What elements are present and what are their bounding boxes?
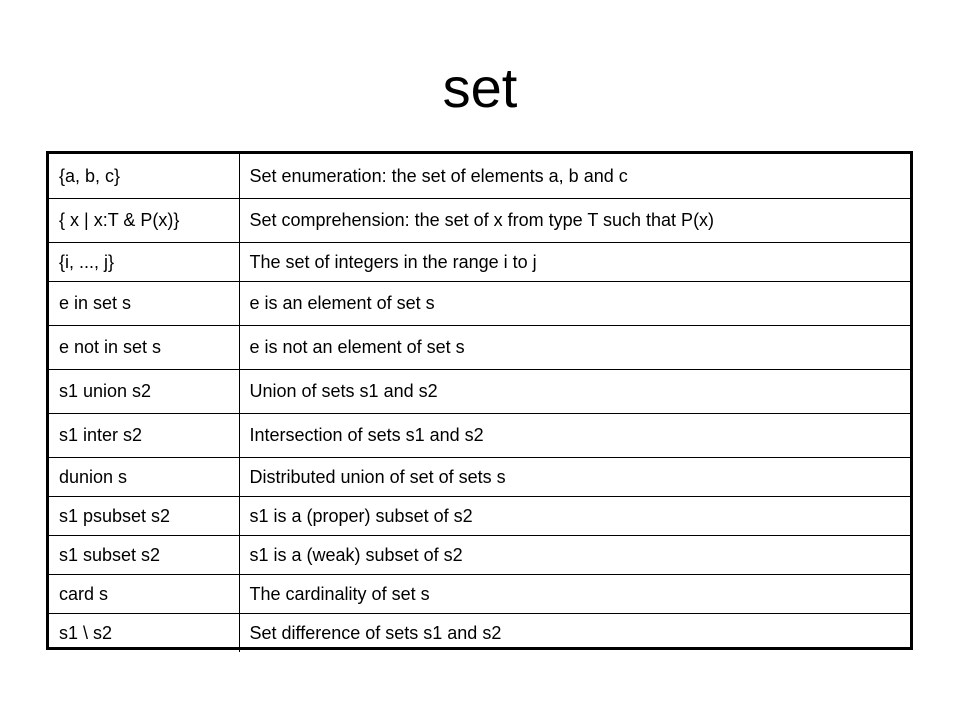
notation-cell: e in set s xyxy=(49,280,240,326)
table-row: card s The cardinality of set s xyxy=(49,573,910,614)
meaning-cell: e is not an element of set s xyxy=(238,324,910,370)
meaning-cell: Intersection of sets s1 and s2 xyxy=(238,412,910,458)
meaning-cell: e is an element of set s xyxy=(238,280,910,326)
notation-cell: dunion s xyxy=(49,456,240,497)
notation-cell: s1 inter s2 xyxy=(49,412,240,458)
meaning-cell: s1 is a (weak) subset of s2 xyxy=(238,534,910,575)
meaning-cell: The cardinality of set s xyxy=(238,573,910,614)
table-row: {a, b, c} Set enumeration: the set of el… xyxy=(49,154,910,199)
meaning-cell: The set of integers in the range i to j xyxy=(238,241,910,282)
meaning-cell: Set comprehension: the set of x from typ… xyxy=(238,197,910,243)
table-row: s1 subset s2 s1 is a (weak) subset of s2 xyxy=(49,534,910,575)
notation-cell: card s xyxy=(49,573,240,614)
table-row: dunion s Distributed union of set of set… xyxy=(49,456,910,497)
table-row: { x | x:T & P(x)} Set comprehension: the… xyxy=(49,197,910,243)
meaning-cell: Union of sets s1 and s2 xyxy=(238,368,910,414)
meaning-cell: Set enumeration: the set of elements a, … xyxy=(238,154,910,199)
slide-title: set xyxy=(442,56,518,119)
meaning-cell: Set difference of sets s1 and s2 xyxy=(238,612,910,652)
table-row: {i, ..., j} The set of integers in the r… xyxy=(49,241,910,282)
table-row: s1 \ s2 Set difference of sets s1 and s2 xyxy=(49,612,910,652)
set-operators-table-frame: {a, b, c} Set enumeration: the set of el… xyxy=(46,151,913,652)
notation-cell: s1 psubset s2 xyxy=(49,495,240,536)
table-row: e in set s e is an element of set s xyxy=(49,280,910,326)
notation-cell: e not in set s xyxy=(49,324,240,370)
notation-cell: s1 union s2 xyxy=(49,368,240,414)
notation-cell: s1 \ s2 xyxy=(49,612,240,652)
notation-cell: {i, ..., j} xyxy=(49,241,240,282)
meaning-cell: s1 is a (proper) subset of s2 xyxy=(238,495,910,536)
notation-cell: s1 subset s2 xyxy=(49,534,240,575)
notation-cell: {a, b, c} xyxy=(49,154,240,199)
table-row: s1 inter s2 Intersection of sets s1 and … xyxy=(49,412,910,458)
table-row: s1 union s2 Union of sets s1 and s2 xyxy=(49,368,910,414)
meaning-cell: Distributed union of set of sets s xyxy=(238,456,910,497)
table-row: e not in set s e is not an element of se… xyxy=(49,324,910,370)
set-operators-table: {a, b, c} Set enumeration: the set of el… xyxy=(49,154,910,652)
notation-cell: { x | x:T & P(x)} xyxy=(49,197,240,243)
table-row: s1 psubset s2 s1 is a (proper) subset of… xyxy=(49,495,910,536)
